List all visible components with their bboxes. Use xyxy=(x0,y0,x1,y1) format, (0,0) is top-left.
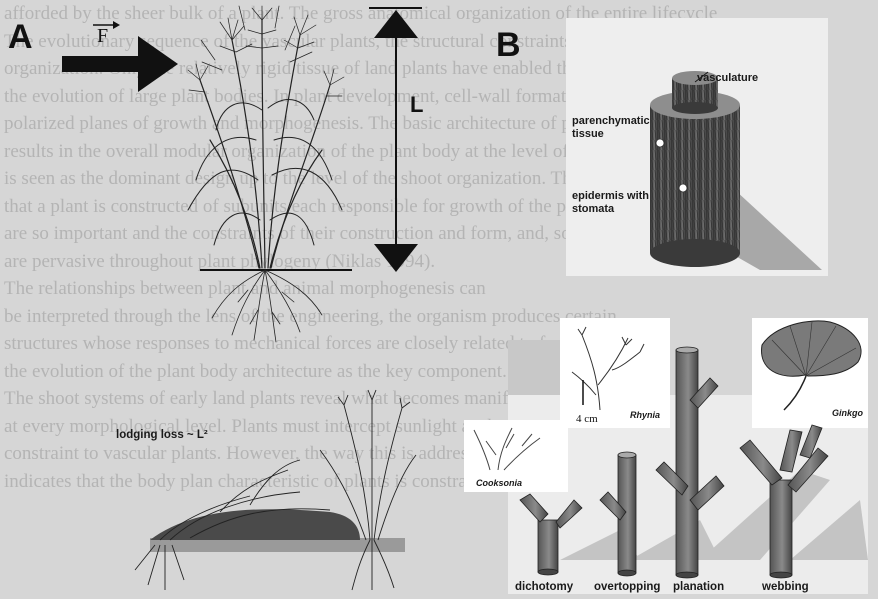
panel-a: A F L xyxy=(8,6,423,590)
ginkgo-label: Ginkgo xyxy=(832,408,864,418)
force-label: F xyxy=(97,25,108,47)
length-arrow xyxy=(369,8,422,272)
cooksonia-label: Cooksonia xyxy=(476,478,522,488)
upright-plant-small-illustration xyxy=(320,390,416,590)
branching-label-dichotomy: dichotomy xyxy=(515,581,574,593)
epidermis-label-line1: epidermis with xyxy=(572,190,649,202)
upright-plant-illustration xyxy=(188,6,344,342)
ginkgo-inset: Ginkgo xyxy=(752,318,868,428)
vasculature-label: vasculature xyxy=(697,72,758,84)
lodged-plant-illustration xyxy=(135,460,405,590)
lodging-caption: lodging loss ~ L² xyxy=(116,429,208,441)
branching-label-planation: planation xyxy=(673,581,724,593)
panel-b: B vasculature parenchymatic tissue epide… xyxy=(464,18,868,594)
branching-label-webbing: webbing xyxy=(761,581,809,593)
stem-section-box xyxy=(566,18,828,276)
epidermis-label-line2: stomata xyxy=(572,203,615,215)
rhynia-inset: 4 cm Rhynia xyxy=(560,318,670,428)
parenchymatic-label-line2: tissue xyxy=(572,128,604,140)
rhynia-label: Rhynia xyxy=(630,410,660,420)
branching-label-overtopping: overtopping xyxy=(594,581,660,593)
panel-a-label: A xyxy=(8,18,33,56)
scale-bar-label: 4 cm xyxy=(576,413,598,425)
length-label: L xyxy=(410,92,423,117)
parenchymatic-label-line1: parenchymatic xyxy=(572,115,650,127)
cooksonia-inset: Cooksonia xyxy=(464,420,568,492)
panel-b-label: B xyxy=(496,26,521,64)
force-arrow xyxy=(62,36,178,92)
